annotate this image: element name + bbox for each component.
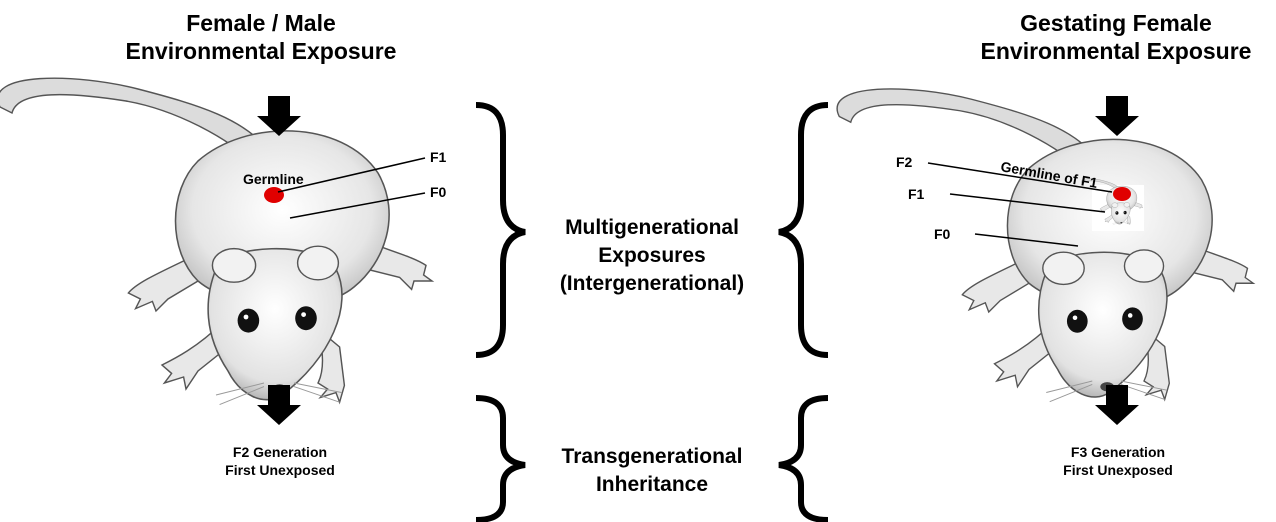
left-top-arrow-icon	[257, 96, 301, 136]
multigenerational-line2: Exposures	[598, 244, 706, 267]
left-rat-illustration	[0, 77, 433, 406]
multigenerational-text: Multigenerational Exposures (Intergenera…	[530, 214, 774, 298]
left-f0-leader-line	[289, 192, 426, 219]
right-bottom-label: F3 Generation First Unexposed	[1028, 443, 1208, 479]
left-bottom-line1: F2 Generation	[232, 444, 328, 460]
right-bottom-line2: First Unexposed	[1063, 462, 1173, 478]
right-top-brace-icon	[778, 102, 829, 358]
right-f0-leader-line	[974, 233, 1079, 247]
left-bottom-label: F2 Generation First Unexposed	[190, 443, 370, 479]
multigenerational-line1: Multigenerational	[565, 216, 739, 239]
transgenerational-line2: Inheritance	[595, 473, 709, 496]
left-germline-label: Germline	[243, 171, 304, 187]
transgenerational-line1: Transgenerational	[561, 445, 743, 468]
right-germline-dot-icon	[1113, 187, 1131, 201]
left-top-brace-icon	[475, 102, 526, 358]
left-f0-label: F0	[430, 184, 447, 200]
right-f0-label: F0	[934, 226, 951, 242]
multigenerational-line3: (Intergenerational)	[559, 272, 745, 295]
left-bottom-brace-icon	[475, 395, 526, 522]
left-title: Female / Male Environmental Exposure	[103, 9, 419, 65]
left-title-line2: Environmental Exposure	[125, 38, 397, 64]
left-bottom-line2: First Unexposed	[225, 462, 335, 478]
right-top-arrow-icon	[1095, 96, 1139, 136]
right-f1-label: F1	[908, 186, 925, 202]
left-germline-dot-icon	[264, 187, 284, 203]
transgenerational-text: Transgenerational Inheritance	[530, 443, 774, 499]
right-title: Gestating Female Environmental Exposure	[958, 9, 1274, 65]
right-f2-label: F2	[896, 154, 913, 170]
right-title-line1: Gestating Female	[1020, 10, 1212, 36]
right-title-line2: Environmental Exposure	[980, 38, 1252, 64]
right-f1-leader-line	[949, 193, 1106, 213]
right-f2-leader-line	[927, 162, 1113, 193]
left-title-line1: Female / Male	[186, 10, 336, 36]
right-rat-illustration	[836, 88, 1254, 403]
left-f1-label: F1	[430, 149, 447, 165]
right-bottom-line1: F3 Generation	[1070, 444, 1166, 460]
left-f1-leader-line	[277, 157, 426, 193]
right-bottom-brace-icon	[778, 395, 829, 522]
